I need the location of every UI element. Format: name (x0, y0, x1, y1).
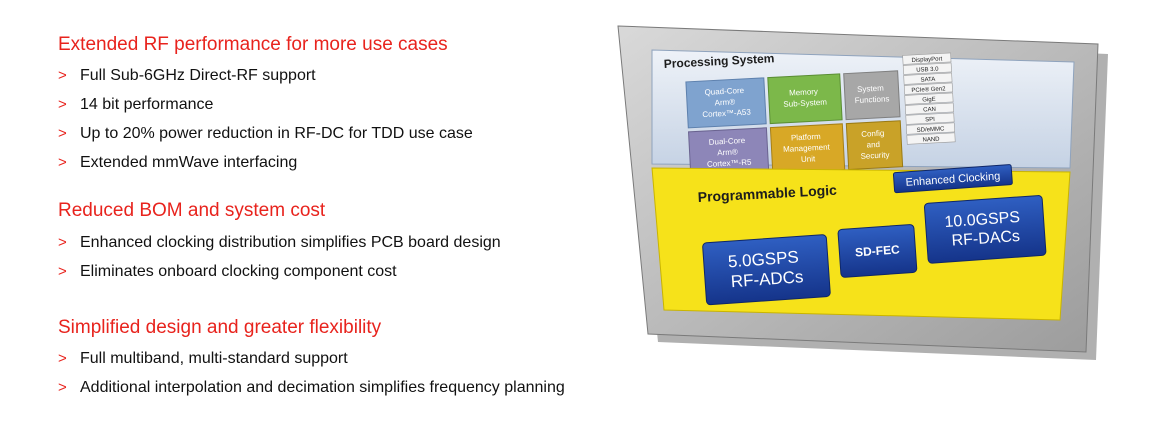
config-line-2: and (866, 140, 880, 150)
bullet-marker-icon: > (58, 263, 67, 280)
rf-dac-block (923, 195, 1047, 264)
sd-fec-label: SD-FEC (855, 242, 901, 259)
io-cell-sata (903, 72, 953, 85)
adc-line-1: 5.0GSPS (727, 247, 799, 271)
svg-text:10.0GSPS RF-DACs: 10.0GSPS RF-DACs (944, 209, 1026, 250)
bullet-marker-icon: > (58, 125, 67, 142)
io-label: PCIe® Gen2 (911, 85, 946, 94)
bullet-marker-icon: > (58, 67, 67, 84)
r5-line-2: Arm® (717, 147, 738, 157)
system-functions-block (843, 70, 901, 121)
section-title-reduced-bom: Reduced BOM and system cost (58, 200, 326, 221)
bullet-marker-icon: > (58, 234, 67, 251)
list-item: > Eliminates onboard clocking component c… (58, 257, 501, 286)
io-cell-can (904, 102, 954, 115)
memory-line-2: Sub-System (783, 98, 827, 109)
r5-line-3: Cortex™-R5 (707, 158, 752, 169)
sysfunc-line-1: System (857, 84, 884, 94)
section-title-simplified-design: Simplified design and greater flexibilit… (58, 317, 382, 338)
io-label: DisplayPort (911, 56, 942, 64)
config-line-3: Security (860, 150, 889, 161)
enhanced-clocking-block (892, 164, 1013, 194)
bullet-text: Up to 20% power reduction in RF-DC for T… (80, 125, 473, 142)
list-item: >14 bit performance (58, 90, 473, 119)
bullet-list-rf-performance: > Full Sub-6GHz Direct-RF support >14 bit… (58, 61, 473, 177)
chip-block-diagram: Processing System Quad-Core Arm® Cortex™… (612, 20, 1112, 360)
svg-text:Memory Sub-System: Memory Sub-System (783, 87, 828, 109)
io-cell-nand (906, 132, 956, 145)
io-cell-displayport (902, 52, 952, 65)
io-label: SATA (920, 77, 935, 84)
pmu-line-1: Platform (791, 132, 822, 143)
bullet-text: Full Sub-6GHz Direct-RF support (80, 67, 316, 84)
processing-system-title: Processing System (663, 51, 774, 71)
section-title-rf-performance: Extended RF performance for more use cas… (58, 34, 448, 55)
dac-line-1: 10.0GSPS (944, 209, 1021, 231)
config-security-block (845, 120, 904, 171)
bullet-marker-icon: > (58, 379, 67, 396)
config-line-1: Config (861, 129, 885, 139)
svg-text:5.0GSPS RF-ADCs: 5.0GSPS RF-ADCs (727, 247, 805, 291)
programmable-logic-title: Programmable Logic (697, 182, 837, 205)
a53-line-3: Cortex™-A53 (702, 108, 751, 120)
bullet-marker-icon: > (58, 350, 67, 367)
bullet-text: Full multiband, multi-standard support (80, 350, 348, 367)
list-item: > Full Sub-6GHz Direct-RF support (58, 61, 473, 90)
io-label: USB 3.0 (916, 67, 939, 74)
bullet-text: Additional interpolation and decimation … (80, 379, 565, 396)
sysfunc-line-2: Functions (855, 94, 890, 105)
bullet-text: Eliminates onboard clocking component co… (80, 263, 397, 280)
rf-adc-block (702, 234, 831, 306)
memory-subsystem-block (767, 73, 843, 125)
dac-line-2: RF-DACs (951, 228, 1020, 250)
list-item: > Enhanced clocking distribution simplifi… (58, 228, 501, 257)
io-label: SPI (925, 117, 935, 124)
list-item: > Additional interpolation and decimation… (58, 373, 565, 402)
svg-text:System Functions: System Functions (854, 83, 890, 105)
bullet-text: Extended mmWave interfacing (80, 154, 298, 171)
list-item: > Extended mmWave interfacing (58, 148, 473, 177)
bullet-marker-icon: > (58, 96, 67, 113)
io-label: SD/eMMC (917, 126, 946, 133)
a53-block (685, 77, 767, 129)
io-cell-usb (902, 62, 952, 75)
io-cell-gige (904, 92, 954, 105)
bullet-list-reduced-bom: > Enhanced clocking distribution simplifi… (58, 228, 501, 286)
r5-line-1: Dual-Core (709, 136, 746, 147)
io-cell-sdemmc (905, 122, 956, 135)
bullet-text: Enhanced clocking distribution simplifie… (80, 234, 501, 251)
bullet-text: 14 bit performance (80, 96, 214, 113)
feature-list: Extended RF performance for more use cas… (58, 34, 565, 402)
list-item: > Full multiband, multi-standard support (58, 344, 565, 373)
pmu-line-3: Unit (801, 154, 816, 164)
io-label: GigE (922, 97, 936, 104)
bullet-list-simplified-design: >Full multiband, multi-standard support … (58, 344, 565, 402)
bullet-marker-icon: > (58, 154, 67, 171)
pmu-line-2: Management (783, 142, 831, 153)
sd-fec-block (837, 224, 918, 278)
io-cell-spi (905, 112, 955, 125)
memory-line-1: Memory (789, 87, 818, 97)
svg-text:Platform Management: Platform Management Unit (782, 131, 832, 165)
a53-line-1: Quad-Core (704, 86, 745, 97)
svg-text:Dual-Core Arm®: Dual-Core Arm® Cortex™-R5 (706, 136, 753, 169)
io-label: CAN (923, 107, 936, 114)
io-label: NAND (922, 137, 940, 144)
io-cell-pcie (903, 82, 953, 95)
a53-line-2: Arm® (714, 97, 735, 107)
svg-text:Config and Sec: Config and Security (859, 128, 889, 160)
list-item: > Up to 20% power reduction in RF-DC for … (58, 119, 473, 148)
svg-text:Quad-Core Arm®: Quad-Core Arm® Cortex™-A53 (701, 86, 752, 120)
